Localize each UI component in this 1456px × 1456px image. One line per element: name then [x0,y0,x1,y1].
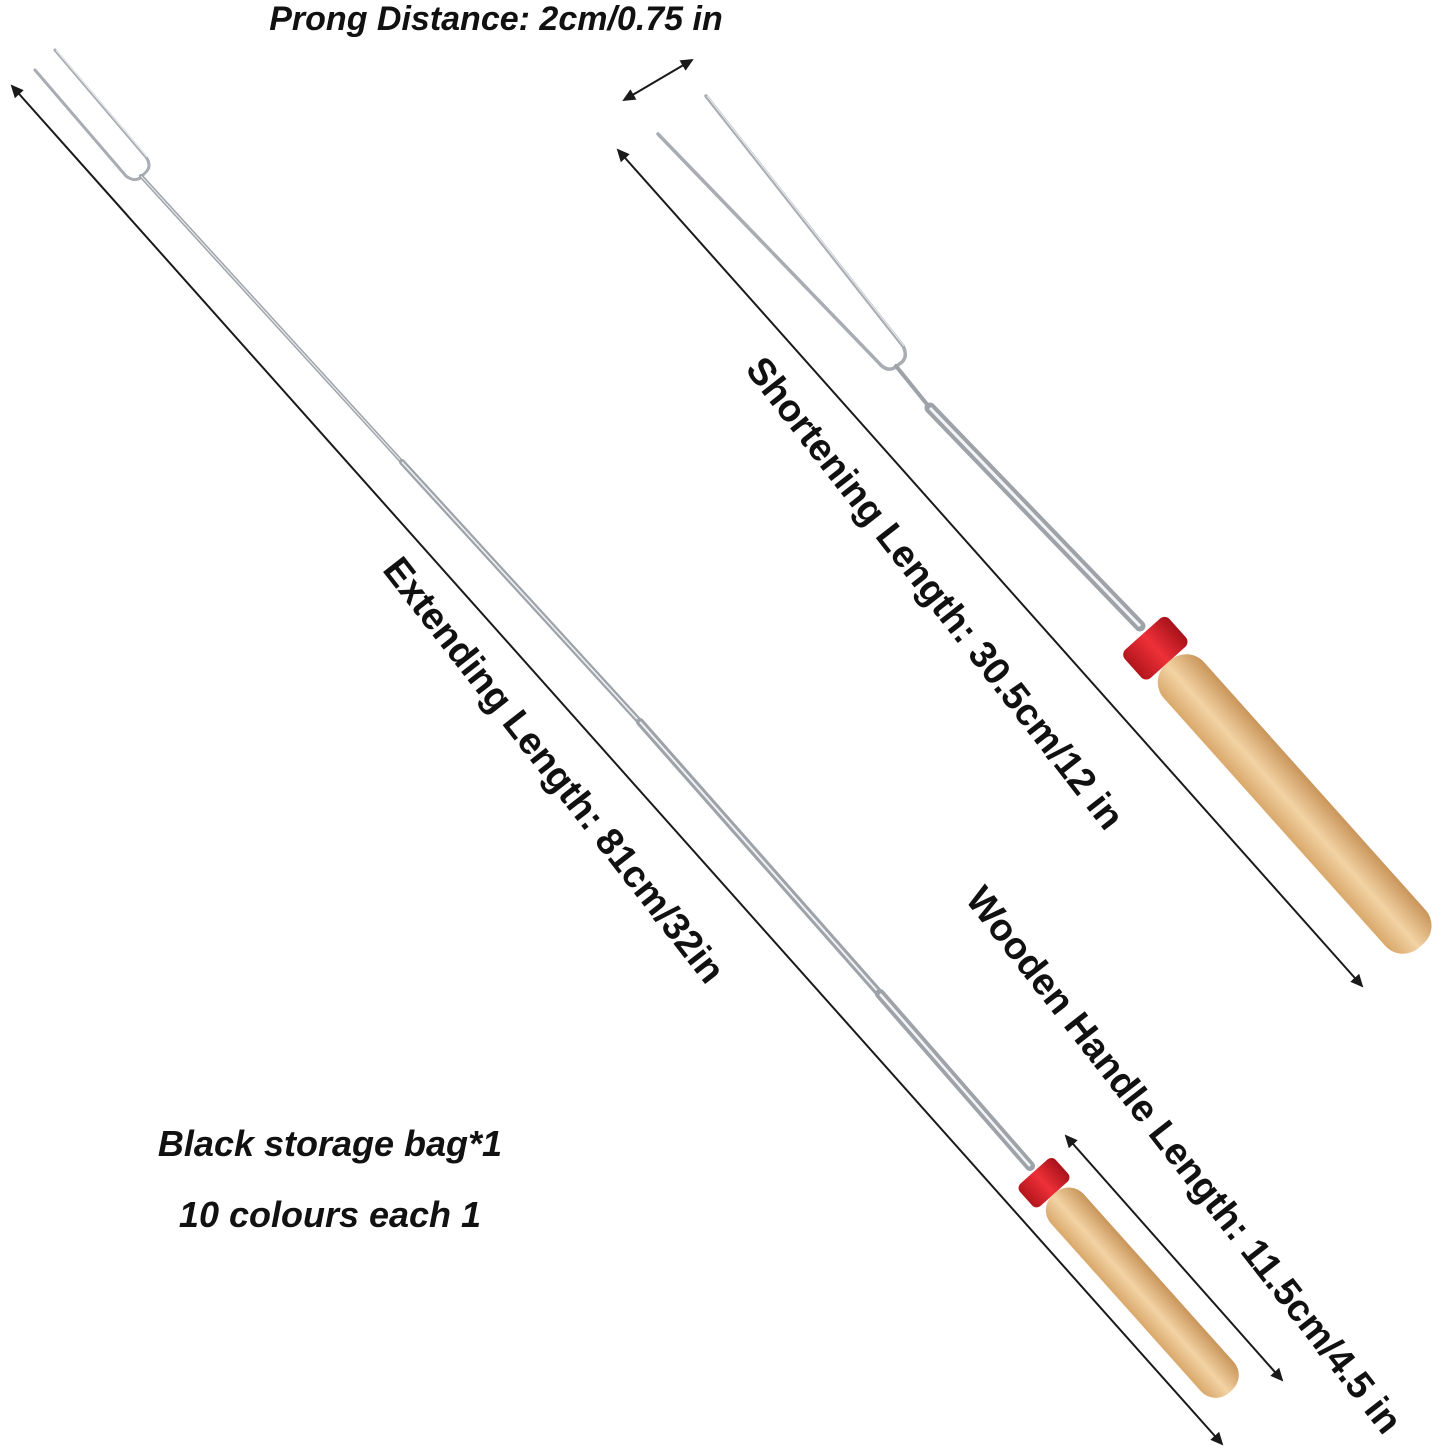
shortening-length-label: Shortening Length: 30.5cm/12 in [737,349,1131,837]
shortened-fork-prongs [656,94,907,371]
shortened-fork-wood-handle [1157,654,1432,954]
shortening-length-dimension-line [616,148,1364,988]
shortened-fork [656,94,1432,954]
storage-bag-label: Black storage bag*1 [158,1123,502,1164]
prong-distance-label: Prong Distance: 2cm/0.75 in [269,0,723,38]
prong-distance-dimension-line [622,58,694,102]
wooden-handle-dimension-line [1064,1134,1284,1382]
colours-label: 10 colours each 1 [179,1194,481,1235]
shortened-fork-rod-1 [894,364,932,410]
extended-fork-prongs [33,48,151,182]
extending-length-dimension-line [10,84,1224,1446]
shortened-fork-handle [1123,616,1432,954]
